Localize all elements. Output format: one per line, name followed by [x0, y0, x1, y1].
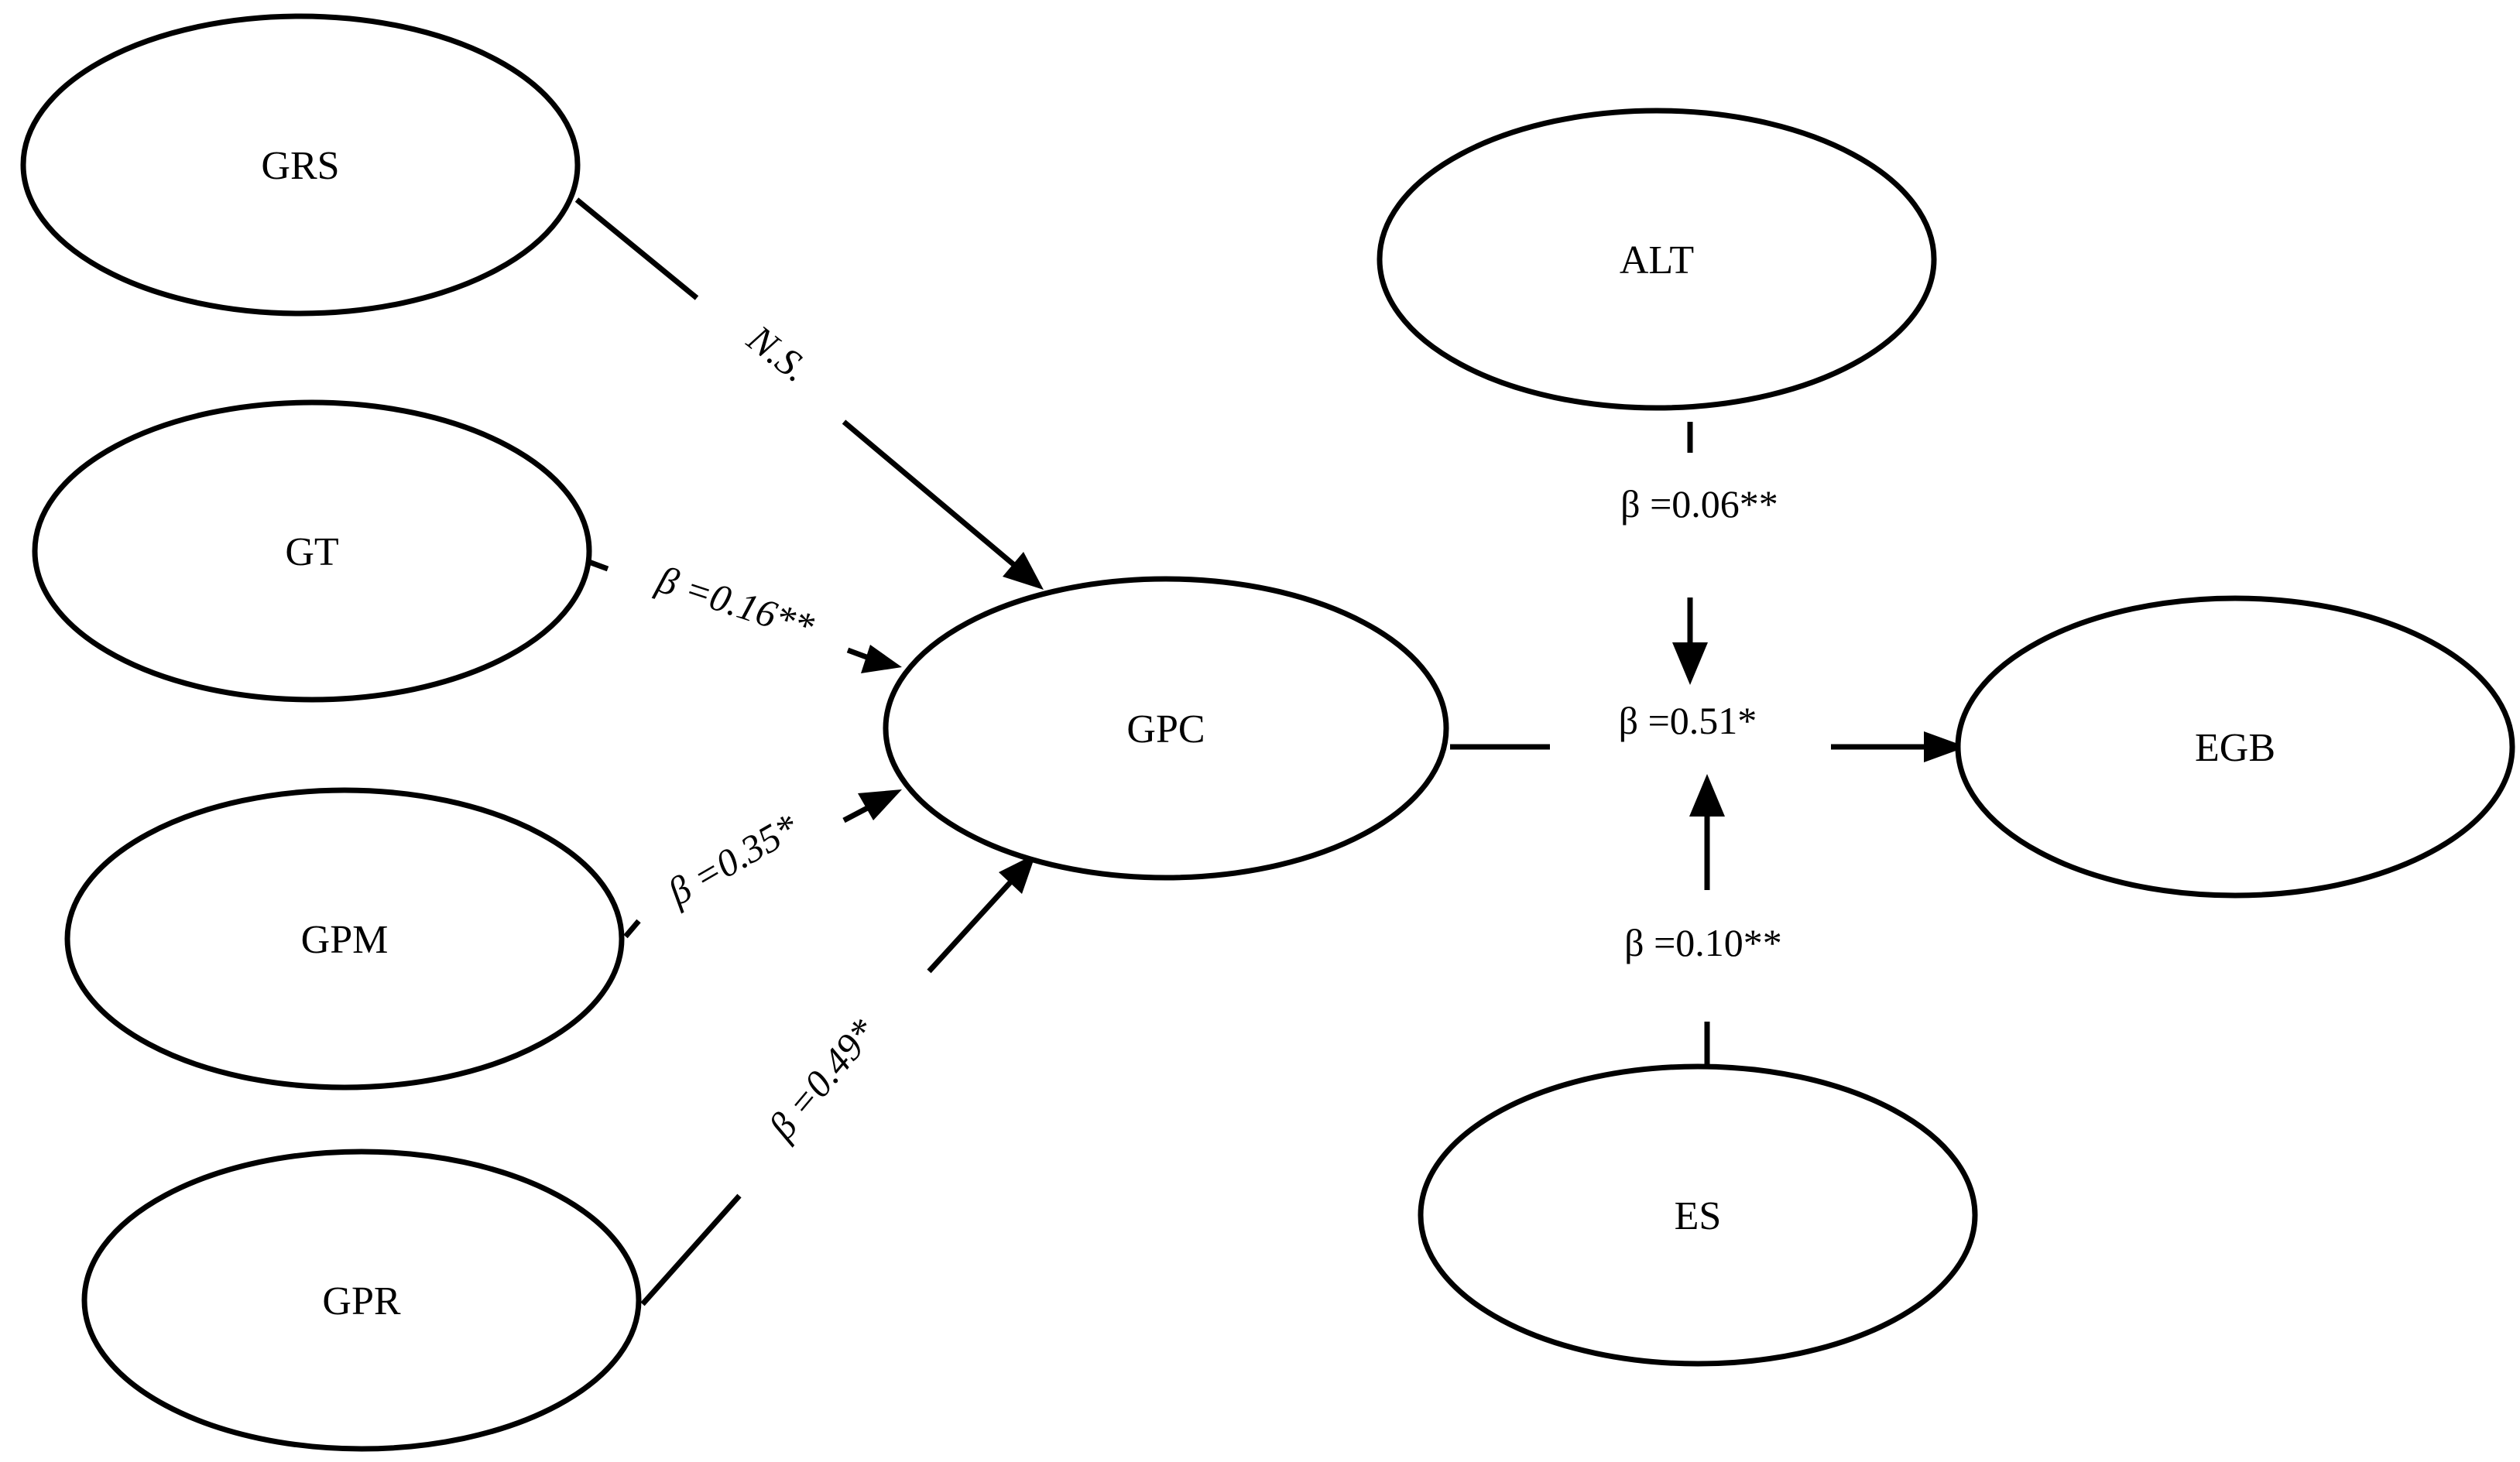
node-alt-label: ALT	[1620, 238, 1694, 282]
label-gpc-egb: β =0.51*	[1619, 699, 1757, 742]
label-gpr-gpc: β =0.49*	[759, 1011, 885, 1148]
edge-grs-gpc-upper	[574, 197, 699, 300]
node-es-label: ES	[1675, 1194, 1722, 1238]
arrowhead-gt-gpc	[861, 645, 902, 673]
label-gt-gpc: β =0.16**	[651, 557, 819, 649]
node-alt-shape	[1377, 108, 1937, 411]
label-alt-moderation: β =0.06**	[1620, 482, 1778, 526]
node-grs: GRS	[20, 13, 581, 317]
label-es-moderation: β =0.10**	[1624, 921, 1782, 964]
edges	[574, 197, 1966, 1306]
arrowhead-gpc-egb	[1924, 731, 1966, 762]
arrowhead-grs-gpc	[1003, 552, 1044, 590]
node-gt-label: GT	[285, 530, 338, 574]
node-gpr-shape	[81, 1149, 642, 1452]
node-gpm-shape	[64, 787, 625, 1091]
node-alt: ALT	[1377, 108, 1937, 411]
node-egb-label: EGB	[2195, 726, 2275, 770]
node-gpc-label: GPC	[1126, 707, 1205, 752]
node-gpr: GPR	[81, 1149, 642, 1452]
node-gpm: GPM	[64, 787, 625, 1091]
arrowhead-alt-moderation	[1672, 642, 1708, 685]
node-egb: EGB	[1955, 595, 2515, 899]
edge-gpr-gpc-lower	[640, 1193, 742, 1306]
node-gpc: GPC	[883, 576, 1449, 881]
arrowhead-es-moderation	[1689, 774, 1725, 817]
edge-grs-gpc-lower	[842, 419, 1017, 567]
edge-gt-gpc-lower	[846, 647, 870, 661]
node-gt-shape	[32, 399, 592, 703]
label-grs-gpc: N.S.	[739, 316, 818, 390]
node-gpr-label: GPR	[322, 1279, 400, 1323]
edge-gpr-gpc-upper	[927, 880, 1013, 974]
node-es-shape	[1418, 1063, 1978, 1367]
node-gt: GT	[32, 399, 592, 703]
edge-gpm-gpc-stub	[623, 919, 641, 939]
arrowhead-gpm-gpc	[858, 789, 902, 820]
node-es: ES	[1418, 1063, 1978, 1367]
arrowhead-gpr-gpc	[999, 854, 1036, 894]
label-gpm-gpc: β =0.35*	[660, 805, 805, 914]
node-grs-shape	[20, 13, 581, 317]
node-egb-shape	[1955, 595, 2515, 899]
node-grs-label: GRS	[261, 144, 339, 188]
node-gpm-label: GPM	[301, 918, 389, 962]
node-gpc-shape	[883, 576, 1449, 881]
